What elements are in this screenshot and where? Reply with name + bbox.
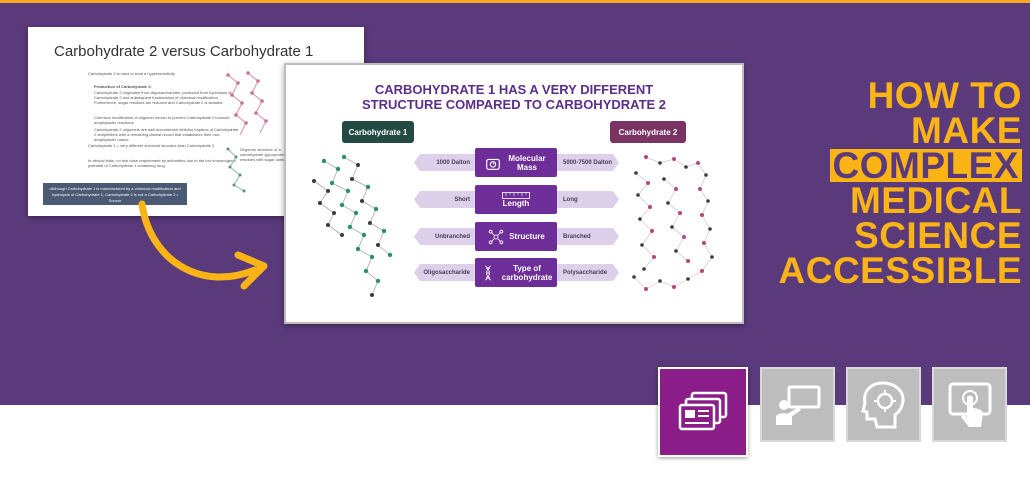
headline-line: HOW TO xyxy=(867,75,1022,116)
top-accent-line xyxy=(0,0,1030,3)
back-bullet: Carbohydrate 2 is used to treat a hypers… xyxy=(88,71,175,76)
carbohydrate-2-molecule xyxy=(632,155,714,291)
property-label: Structure xyxy=(509,232,545,241)
front-slide: CARBOHYDRATE 1 HAS A VERY DIFFERENT STRU… xyxy=(284,63,744,324)
molecule-diagram xyxy=(226,71,268,136)
right-value-molecular-mass: 5000-7500 Dalton xyxy=(557,154,619,171)
back-bullet: Carbohydrate 1 = very different chemical… xyxy=(88,143,215,148)
property-label: Length xyxy=(502,198,530,208)
carbohydrate-1-tag: Carbohydrate 1 xyxy=(342,121,414,143)
headline: HOW TO MAKE COMPLEX MEDICAL SCIENCE ACCE… xyxy=(778,75,1022,291)
left-value-type: Oligosaccharide xyxy=(414,264,476,281)
brain-head-icon xyxy=(860,380,904,428)
headline-highlight: COMPLEX xyxy=(829,147,1022,184)
front-slide-title: CARBOHYDRATE 1 HAS A VERY DIFFERENT STRU… xyxy=(286,82,742,112)
headline-line: SCIENCE xyxy=(854,215,1022,256)
back-bullet: Carbohydrate 2 oligomers are well docume… xyxy=(94,127,239,142)
yellow-arrow-icon xyxy=(138,200,268,290)
right-value-type: Polysaccharide xyxy=(557,264,619,281)
left-value-length: Short xyxy=(414,191,476,208)
property-structure: Structure xyxy=(475,222,557,251)
carbohydrate-1-molecule xyxy=(312,154,393,297)
front-title-line2: STRUCTURE COMPARED TO CARBOHYDRATE 2 xyxy=(361,97,667,112)
presentation-slides-icon xyxy=(678,391,728,431)
tile-presenter[interactable] xyxy=(760,367,835,442)
back-bullet: Production of Carbohydrate 2: xyxy=(94,84,152,89)
tile-brain[interactable] xyxy=(846,367,921,442)
scale-icon xyxy=(486,158,500,170)
dna-icon xyxy=(485,264,491,281)
headline-line: MEDICAL xyxy=(849,180,1022,221)
front-title-line1: CARBOHYDRATE 1 HAS A VERY DIFFERENT xyxy=(374,82,654,97)
back-slide-note: •Although Carbohydrate 1 is manufactured… xyxy=(43,183,187,205)
ruler-icon xyxy=(502,191,530,199)
right-value-length: Long xyxy=(557,191,619,208)
molecule-diagram-small xyxy=(226,147,246,193)
molecule-icon xyxy=(488,229,504,244)
back-side-caption: Oligomer structure of a carbohydrate gly… xyxy=(240,147,287,162)
back-bullet: Chemical modification of oligomer known … xyxy=(94,115,230,125)
tile-presentation[interactable] xyxy=(658,367,748,457)
right-value-structure: Branched xyxy=(557,228,619,245)
property-label: Type of carbohydrate xyxy=(501,263,553,282)
back-bullet: In clinical trials, no test dose require… xyxy=(88,158,237,168)
headline-line: MAKE xyxy=(911,110,1022,151)
property-label: Molecular Mass xyxy=(508,153,546,172)
property-type-of-carbohydrate: Type of carbohydrate xyxy=(475,258,557,287)
presenter-screen-icon xyxy=(775,385,820,425)
property-molecular-mass: Molecular Mass xyxy=(475,148,557,177)
property-length: Length xyxy=(475,185,557,214)
touch-tablet-icon xyxy=(948,382,991,427)
tile-touch-tablet[interactable] xyxy=(932,367,1007,442)
back-slide-title: Carbohydrate 2 versus Carbohydrate 1 xyxy=(54,43,314,60)
headline-line: ACCESSIBLE xyxy=(778,250,1022,291)
back-bullet: Carbohydrate 2 originates from oligosacc… xyxy=(94,90,232,105)
left-value-molecular-mass: 1000 Dalton xyxy=(414,154,476,171)
carbohydrate-2-tag: Carbohydrate 2 xyxy=(610,121,686,143)
left-value-structure: Unbranched xyxy=(414,228,476,245)
